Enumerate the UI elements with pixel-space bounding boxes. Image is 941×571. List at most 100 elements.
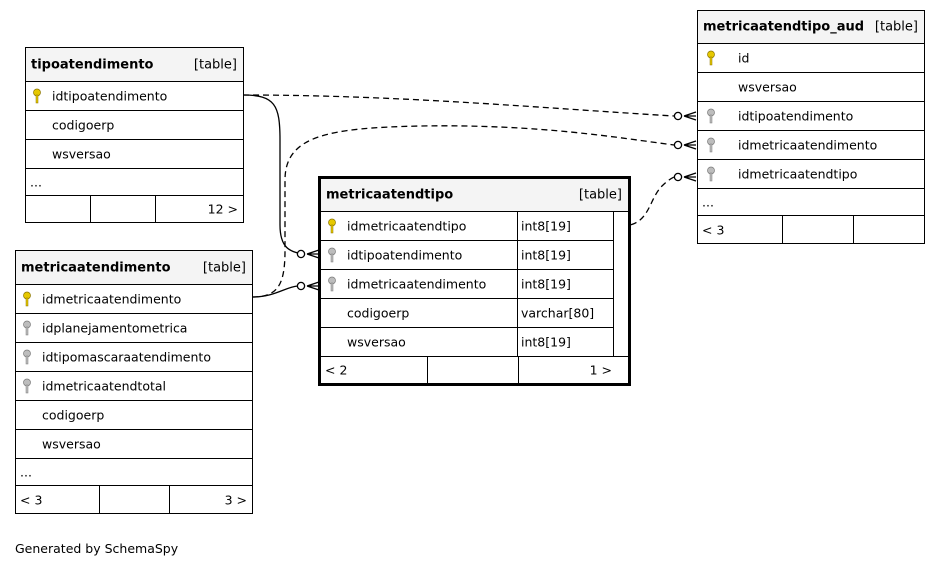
column-name: idtipomascaraatendimento	[42, 349, 211, 365]
relationship-crowfoot	[683, 172, 697, 182]
column-row-ellipsis: ...	[16, 459, 252, 486]
column-name: idtipoatendimento	[738, 108, 854, 124]
column-row[interactable]: idmetricaatendtotal	[16, 372, 252, 401]
column-name: idmetricaatendtipo	[738, 166, 858, 182]
table-name: metricaatendimento	[21, 260, 171, 275]
table-name: tipoatendimento	[31, 57, 154, 72]
relationship-zero-marker	[673, 111, 683, 121]
table-kind: [table]	[202, 260, 246, 275]
relationship-line	[620, 176, 675, 227]
table-header[interactable]: metricaatendimento [table]	[16, 251, 252, 285]
column-name: wsversao	[52, 146, 111, 162]
relationship-crowfoot	[306, 249, 320, 259]
footer-parents[interactable]: < 2	[321, 357, 428, 383]
column-type: int8[19]	[521, 218, 571, 234]
table-tipoatendimento[interactable]: tipoatendimento [table] idtipoatendiment…	[25, 47, 244, 223]
relationship-crowfoot	[306, 281, 320, 291]
foreign-key-icon	[707, 108, 715, 124]
footer-middle	[91, 196, 156, 222]
column-row[interactable]: idplanejamentometrica	[16, 314, 252, 343]
column-name: codigoerp	[42, 407, 105, 423]
footer-children[interactable]: 1 >	[589, 362, 612, 378]
column-row[interactable]: codigoerp varchar[80]	[321, 299, 614, 328]
foreign-key-icon	[23, 320, 31, 336]
primary-key-icon	[33, 88, 41, 104]
column-row[interactable]: wsversao int8[19]	[321, 328, 614, 357]
foreign-key-icon	[23, 378, 31, 394]
column-row[interactable]: wsversao	[16, 430, 252, 459]
footer-middle	[100, 486, 170, 513]
foreign-key-icon	[707, 166, 715, 182]
table-name: metricaatendtipo_aud	[703, 19, 865, 35]
column-row-ellipsis: ...	[698, 189, 924, 216]
column-row[interactable]: idtipoatendimento	[698, 102, 924, 131]
column-name: idmetricaatendtipo	[347, 218, 467, 234]
column-name: idmetricaatendimento	[738, 137, 878, 153]
column-row[interactable]: id	[698, 44, 924, 73]
column-row[interactable]: idmetricaatendtipo	[698, 160, 924, 189]
column-row-ellipsis: ...	[26, 169, 243, 196]
relationship-line	[251, 125, 675, 298]
table-name: metricaatendtipo	[326, 187, 454, 203]
column-row[interactable]: idtipoatendimento	[26, 82, 243, 111]
column-name: codigoerp	[52, 117, 115, 133]
column-name: idmetricaatendimento	[347, 276, 487, 292]
column-name: idplanejamentometrica	[42, 320, 188, 336]
column-type: int8[19]	[521, 276, 571, 292]
relationship-zero-marker	[296, 281, 306, 291]
column-row[interactable]: wsversao	[26, 140, 243, 169]
column-type: varchar[80]	[521, 305, 595, 321]
primary-key-icon	[23, 291, 31, 307]
foreign-key-icon	[23, 349, 31, 365]
foreign-key-icon	[707, 137, 715, 153]
column-name: idmetricaatendtotal	[42, 378, 167, 394]
footer-children[interactable]: 12 >	[207, 201, 238, 217]
column-type: int8[19]	[521, 247, 571, 263]
column-row[interactable]: idmetricaatendtipo int8[19]	[321, 212, 614, 241]
column-row[interactable]: codigoerp	[16, 401, 252, 430]
column-name: wsversao	[738, 79, 797, 95]
primary-key-icon	[707, 50, 715, 66]
relationship-line	[242, 94, 675, 117]
column-row[interactable]: codigoerp	[26, 111, 243, 140]
column-row[interactable]: idmetricaatendimento int8[19]	[321, 270, 614, 299]
column-row[interactable]: idmetricaatendimento	[698, 131, 924, 160]
column-name: id	[738, 50, 750, 66]
relationship-zero-marker	[673, 140, 683, 150]
footer-parents	[26, 196, 91, 222]
column-name: idtipoatendimento	[52, 88, 168, 104]
relationship-crowfoot	[683, 111, 697, 121]
column-name: codigoerp	[347, 305, 410, 321]
table-footer: < 2 1 >	[321, 356, 628, 383]
relationship-zero-marker	[673, 172, 683, 182]
foreign-key-icon	[328, 276, 336, 292]
table-header[interactable]: tipoatendimento [table]	[26, 48, 243, 82]
relationship-zero-marker	[296, 249, 306, 259]
table-metricaatendtipo[interactable]: metricaatendtipo [table] idmetricaatendt…	[318, 176, 631, 386]
column-name: wsversao	[347, 334, 406, 350]
relationship-line	[251, 285, 299, 298]
table-kind: [table]	[578, 187, 622, 203]
column-row[interactable]: idtipoatendimento int8[19]	[321, 241, 614, 270]
relationship-line	[242, 94, 304, 255]
column-row[interactable]: wsversao	[698, 73, 924, 102]
table-metricaatendtipo-aud[interactable]: metricaatendtipo_aud [table] id wsversao…	[697, 10, 925, 244]
relationship-crowfoot	[683, 140, 697, 150]
table-kind: [table]	[874, 19, 918, 35]
column-row[interactable]: idtipomascaraatendimento	[16, 343, 252, 372]
footer-children[interactable]: 3 >	[224, 492, 247, 507]
foreign-key-icon	[328, 247, 336, 263]
footer-parents[interactable]: < 3	[698, 216, 783, 243]
ellipsis-text: ...	[702, 194, 714, 210]
table-header[interactable]: metricaatendtipo_aud [table]	[698, 11, 924, 44]
table-footer: < 3 3 >	[16, 486, 252, 513]
table-footer: 12 >	[26, 196, 243, 222]
comment-column	[613, 212, 614, 357]
footer-parents[interactable]: < 3	[16, 486, 100, 513]
column-row[interactable]: idmetricaatendimento	[16, 285, 252, 314]
table-header[interactable]: metricaatendtipo [table]	[321, 179, 628, 212]
table-metricaatendimento[interactable]: metricaatendimento [table] idmetricaaten…	[15, 250, 253, 514]
table-kind: [table]	[193, 57, 237, 72]
column-name: idtipoatendimento	[347, 247, 463, 263]
